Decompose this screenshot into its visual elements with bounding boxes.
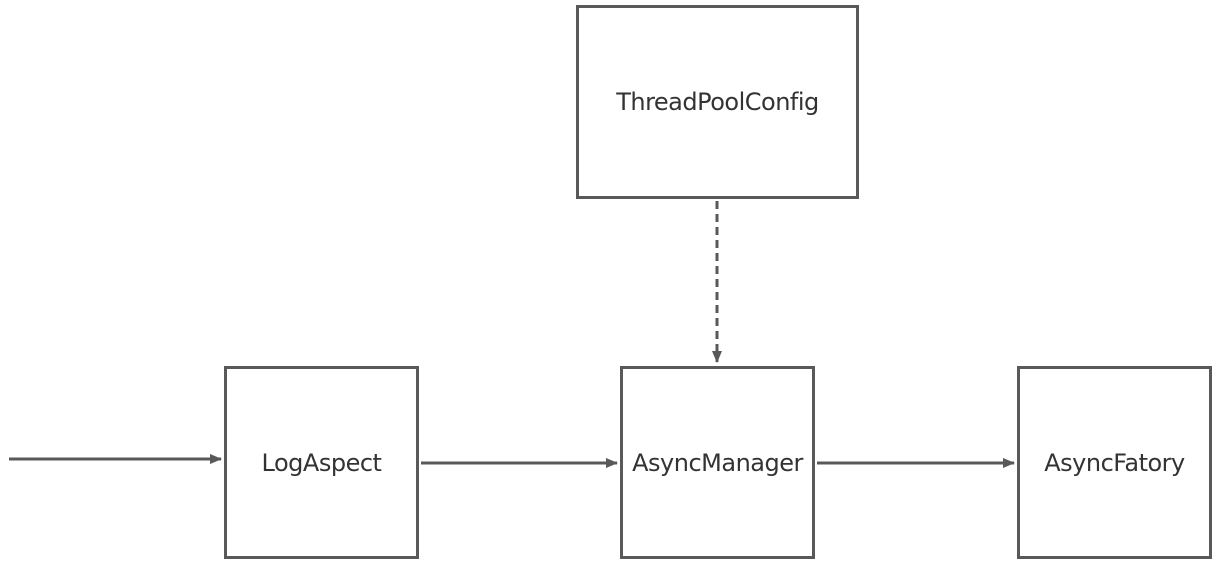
asyncfactory-label: AsyncFatory — [1044, 448, 1185, 477]
threadpoolconfig-node: ThreadPoolConfig — [576, 5, 859, 199]
logaspect-node: LogAspect — [224, 366, 419, 559]
asyncfactory-node: AsyncFatory — [1017, 366, 1212, 559]
logaspect-label: LogAspect — [261, 448, 382, 477]
asyncmanager-label: AsyncManager — [632, 448, 803, 477]
asyncmanager-node: AsyncManager — [620, 366, 815, 559]
threadpoolconfig-label: ThreadPoolConfig — [616, 88, 819, 116]
